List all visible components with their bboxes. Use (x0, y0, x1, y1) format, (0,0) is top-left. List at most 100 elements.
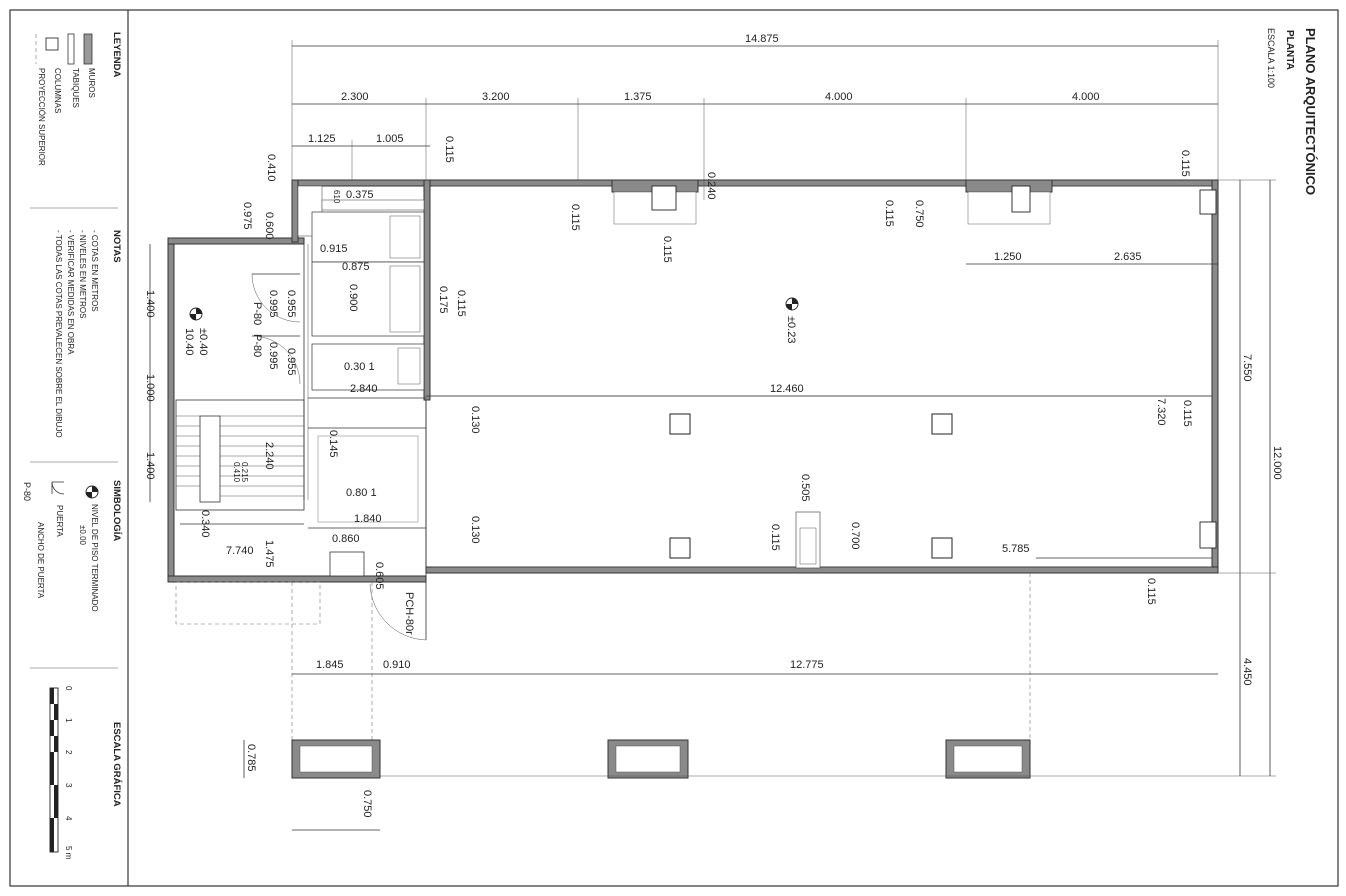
graphic-scale-panel: ESCALA GRÁFICA 0 1 2 3 4 5 m (49, 686, 122, 860)
dim-7740: 7.740 (226, 545, 254, 557)
level-symbol-icon (85, 485, 99, 499)
symbology-level-value: ±0.00 (78, 525, 87, 546)
dim-0130-a: 0.130 (469, 406, 481, 434)
dim-bottom-seg-3: 12.775 (790, 659, 824, 671)
floor-plan (167, 179, 1219, 779)
wall-service-south (167, 575, 427, 583)
symbology-door-width-label: ANCHO DE PUERTA (36, 522, 45, 599)
dim-top-seg-4: 4.000 (825, 91, 853, 103)
duct-2 (967, 191, 1051, 225)
column-interior-3 (669, 537, 691, 559)
note-2: - NIVELES EN METROS (78, 230, 87, 318)
plan-scale: ESCALA 1:100 (1266, 28, 1276, 88)
scale-tick-5: 5 m (64, 846, 73, 860)
level-left-a: ±0.40 (197, 328, 209, 355)
door-label-1: P-80 (251, 302, 263, 325)
symbology-door-code: P-80 (22, 482, 32, 501)
dim-0995-b: 0.995 (267, 342, 279, 370)
legend-column-swatch (45, 37, 59, 51)
column-east-1 (1199, 189, 1217, 215)
dim-0605: 0.605 (373, 562, 385, 590)
dim-0301: 0.30 1 (344, 361, 375, 373)
dim-0115-b: 0.115 (455, 290, 467, 317)
dim-left-2: 1.000 (144, 374, 156, 402)
legend-wall-swatch (83, 33, 93, 65)
dim-1250: 1.250 (994, 251, 1022, 263)
dim-0955-b: 0.955 (285, 348, 297, 376)
dim-610: 610 (332, 190, 341, 204)
dim-0801: 0.80 1 (346, 487, 377, 499)
dim-0410-b: 0.410 (232, 462, 241, 483)
dim-top-sub-1: 1.125 (308, 133, 336, 145)
dim-0975: 0.975 (241, 202, 253, 230)
legend-item-projection: PROYECCIÓN SUPERIOR (37, 68, 46, 166)
wall-east (1211, 179, 1219, 574)
scale-tick-3: 3 (64, 783, 73, 788)
dim-2240: 2.240 (263, 442, 275, 470)
column-interior-2 (931, 413, 953, 435)
wall-upper-block-north (291, 179, 431, 187)
note-4: - TODAS LAS COTAS PREVALECEN SOBRE EL DI… (54, 230, 63, 438)
dim-0115-a: 0.115 (443, 136, 455, 163)
dim-0130-b: 0.130 (469, 516, 481, 544)
dim-0875: 0.875 (342, 261, 370, 273)
dim-top-seg-2: 3.200 (482, 91, 510, 103)
dimension-lines (149, 40, 1276, 831)
dim-bottom-seg-2: 0.910 (383, 659, 411, 671)
dim-2635: 2.635 (1114, 251, 1142, 263)
dim-0115-i: 0.115 (1145, 578, 1157, 605)
dim-1475: 1.475 (263, 540, 275, 568)
door-symbol-icon (51, 481, 65, 495)
legend-item-columns: COLUMNAS (53, 68, 62, 113)
plan-subtitle: PLANTA (1284, 30, 1295, 70)
dimension-labels: 14.875 2.300 3.200 1.375 4.000 4.000 1.1… (144, 33, 1283, 818)
dim-0700: 0.700 (849, 522, 861, 550)
projection-entrance (175, 581, 321, 625)
legend-item-partitions: TABIQUES (71, 68, 80, 108)
note-3: - VERIFICAR MEDIDAS EN OBRA (66, 230, 75, 355)
dim-0785: 0.785 (245, 744, 257, 772)
legend-partition-swatch (67, 33, 75, 65)
level-main: ±0.23 (785, 316, 797, 343)
wall-west (167, 237, 175, 583)
scale-tick-2: 2 (64, 750, 73, 755)
dim-0955-a: 0.955 (285, 290, 297, 318)
wall-upper-block-west (291, 179, 299, 243)
door-2 (251, 335, 301, 385)
notes-heading: NOTAS (111, 230, 122, 263)
level-marker-left-icon (189, 307, 203, 321)
dim-0600: 0.600 (263, 212, 275, 240)
dim-top-seg-3: 1.375 (624, 91, 652, 103)
dim-12460: 12.460 (770, 383, 804, 395)
graphic-scale-heading: ESCALA GRÁFICA (111, 722, 122, 807)
wall-bump-2 (965, 179, 1053, 193)
door-1 (251, 273, 301, 323)
dim-0375: 0.375 (346, 189, 374, 201)
dim-0115-e: 0.115 (569, 204, 581, 231)
symbology-door-label: PUERTA (55, 505, 64, 537)
note-1: - COTAS EN METROS (90, 230, 99, 312)
dim-right-overall: 12.000 (1271, 446, 1283, 480)
dim-0115-g: 0.115 (883, 200, 895, 227)
dim-top-seg-5: 4.000 (1072, 91, 1100, 103)
room-lower (317, 435, 419, 523)
title-block: PLANO ARQUITECTÓNICO PLANTA ESCALA 1:100 (1266, 28, 1318, 195)
staircase (175, 399, 305, 511)
dim-0240: 0.240 (705, 172, 717, 200)
column-east-2 (1199, 521, 1217, 549)
column-interior-1 (669, 413, 691, 435)
dim-0340: 0.340 (199, 510, 211, 538)
dim-0115-d: 0.115 (1179, 150, 1191, 177)
dim-0145: 0.145 (327, 430, 339, 458)
wall-north (425, 179, 1219, 187)
dim-top-seg-1: 2.300 (341, 91, 369, 103)
dim-0915: 0.915 (320, 243, 348, 255)
door-label-2: P-80 (251, 334, 263, 357)
wall-service-north (167, 237, 305, 245)
dim-0750-b: 0.750 (361, 790, 373, 818)
dim-0750-a: 0.750 (913, 200, 925, 228)
door-3 (369, 582, 427, 641)
symbology-level-label: NIVEL DE PISO TERMINADO (90, 504, 99, 612)
legend-item-walls: MUROS (87, 68, 96, 98)
dim-left-3: 1.400 (144, 452, 156, 480)
